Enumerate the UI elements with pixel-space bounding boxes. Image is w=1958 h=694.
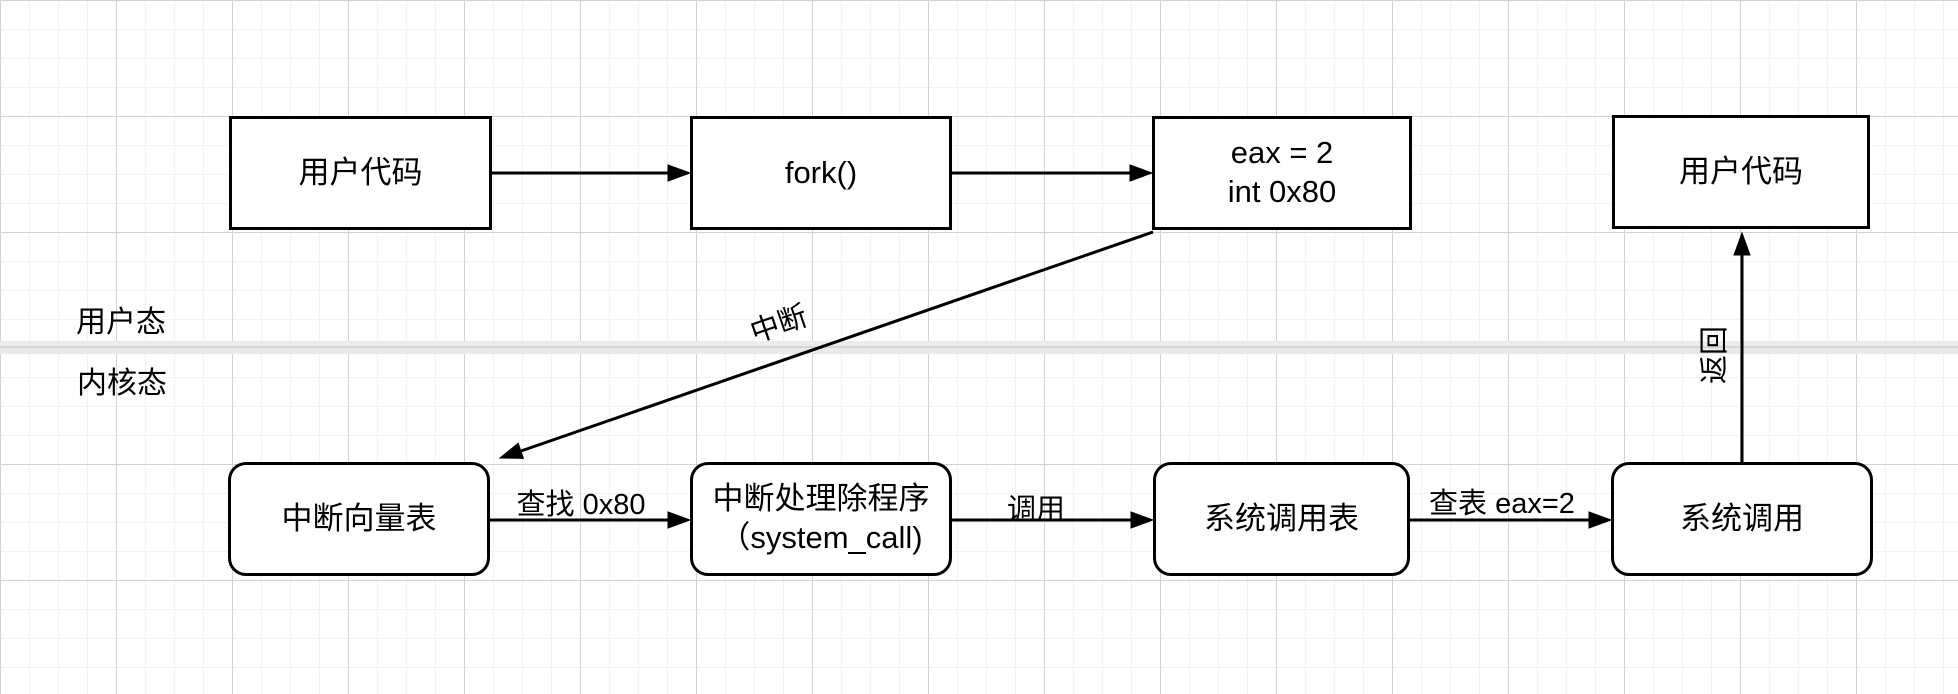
edge-lookup-0x80 <box>490 511 692 529</box>
node-system-call-table-label: 系统调用表 <box>1204 500 1359 536</box>
node-interrupt-vector-table: 中断向量表 <box>228 462 490 576</box>
node-interrupt-handler-line1: 中断处理除程序 <box>712 481 930 517</box>
node-user-code-label: 用户代码 <box>298 154 423 190</box>
node-system-call-table: 系统调用表 <box>1153 462 1410 576</box>
edge-fork-to-int0x80 <box>952 164 1154 182</box>
edge-table-lookup <box>1410 511 1613 529</box>
mode-divider-line <box>0 341 1958 354</box>
node-user-code-return: 用户代码 <box>1612 115 1870 229</box>
node-user-code-return-label: 用户代码 <box>1679 153 1803 189</box>
node-interrupt-vector-table-label: 中断向量表 <box>281 500 437 536</box>
node-int-0x80: eax = 2 int 0x80 <box>1152 116 1412 230</box>
edge-call <box>952 511 1155 529</box>
node-system-call: 系统调用 <box>1611 462 1873 576</box>
edge-label-return: 返回 <box>1699 325 1731 385</box>
node-interrupt-handler-line2: （system_call) <box>719 520 923 555</box>
user-mode-label: 用户态 <box>76 306 166 339</box>
edge-return <box>1733 231 1751 462</box>
edge-label-call: 调用 <box>1006 494 1066 526</box>
node-user-code: 用户代码 <box>229 116 492 230</box>
edge-usercode-to-fork <box>492 164 692 182</box>
node-interrupt-handler: 中断处理除程序 （system_call) <box>690 462 952 576</box>
edge-label-lookup-0x80: 查找 0x80 <box>516 489 646 521</box>
kernel-mode-label: 内核态 <box>77 367 167 400</box>
node-int-0x80-line1: eax = 2 <box>1230 135 1334 171</box>
node-fork: fork() <box>690 116 952 230</box>
edge-interrupt <box>498 230 1154 459</box>
edge-label-table-lookup: 查表 eax=2 <box>1429 488 1575 520</box>
node-fork-label: fork() <box>784 154 858 190</box>
node-int-0x80-line2: int 0x80 <box>1227 174 1337 209</box>
node-system-call-label: 系统调用 <box>1680 500 1804 536</box>
